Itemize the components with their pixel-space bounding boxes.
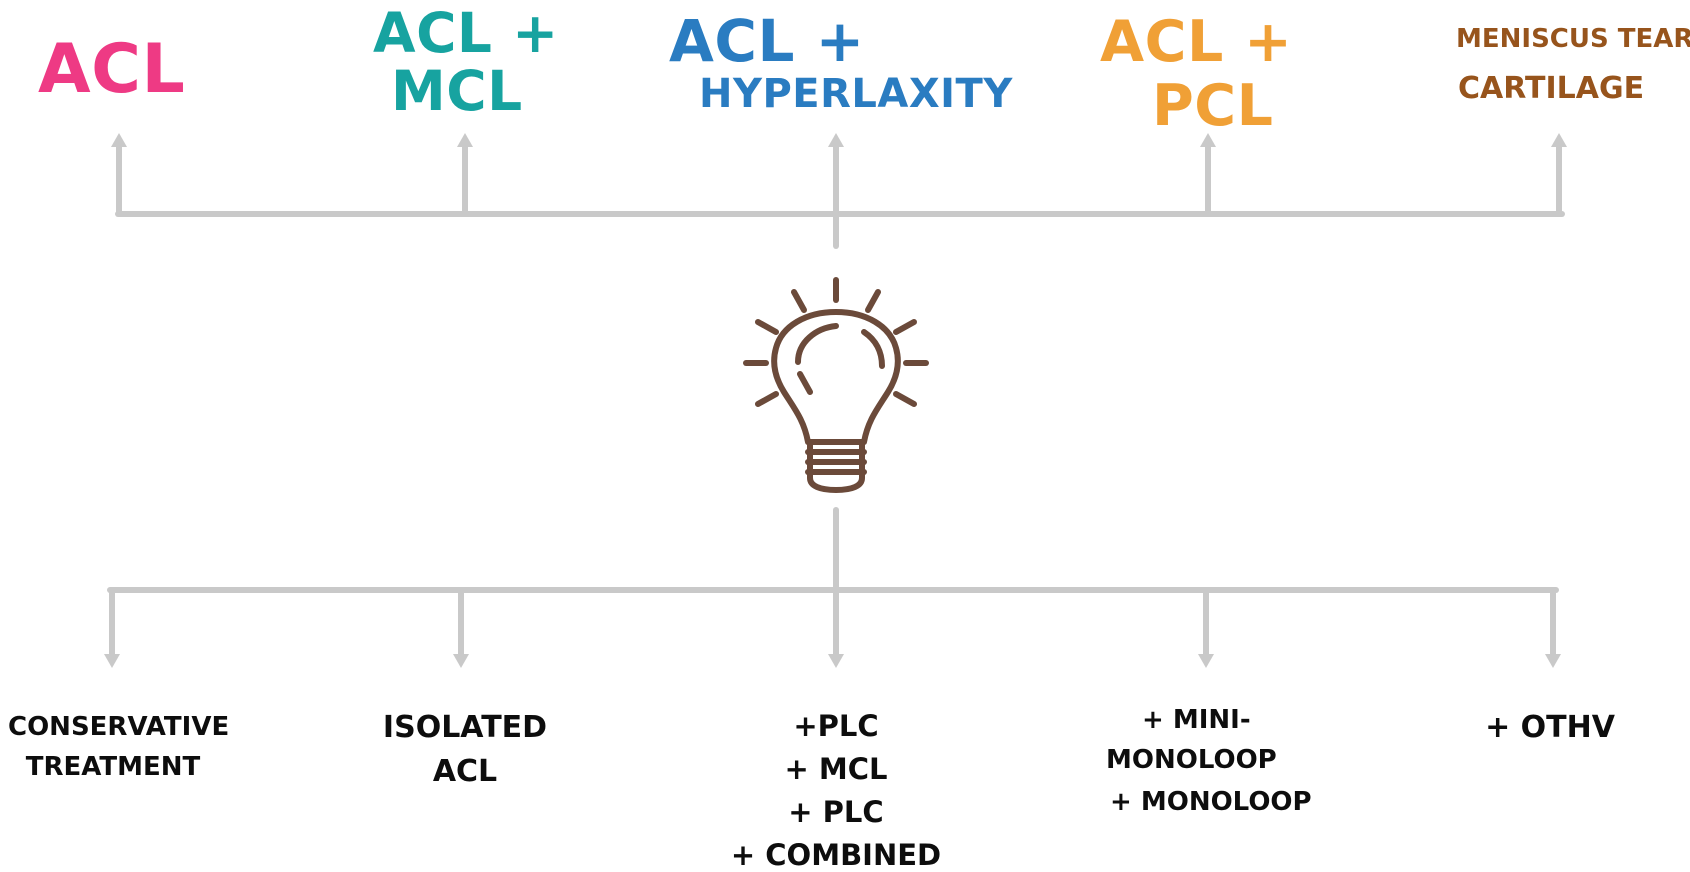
top-label-line: PCL: [1152, 73, 1274, 139]
bottom-label-line: + MINI-: [1142, 705, 1251, 735]
bottom-label-monoloop: + MINI- MONOLOOP + MONOLOOP: [1106, 707, 1346, 815]
top-label-line: ACL: [38, 30, 186, 109]
bottom-label-plc-combined: +PLC + MCL + PLC + COMBINED: [726, 712, 946, 870]
arrow-up-icon: [828, 133, 844, 147]
arrow-down-icon: [453, 654, 469, 668]
bottom-label-line: +PLC: [793, 709, 879, 743]
arrow-down-icon: [828, 654, 844, 668]
top-label-acl-hyperlaxity: ACL + HYPERLAXITY: [669, 12, 1013, 114]
arrow-up-icon: [457, 133, 473, 147]
top-label-line: HYPERLAXITY: [699, 71, 1013, 117]
top-label-line: MCL: [391, 59, 523, 123]
bottom-label-conservative-treatment: CONSERVATIVE TREATMENT: [8, 712, 230, 782]
bottom-label-line: + MCL: [784, 752, 888, 786]
lightbulb-icon: [743, 277, 929, 493]
bottom-label-line: ISOLATED: [382, 710, 548, 745]
top-label-line: CARTILAGE: [1458, 71, 1645, 106]
bottom-label-line: + OTHV: [1485, 710, 1615, 745]
bottom-label-othv: + OTHV: [1480, 713, 1620, 743]
top-label-meniscus-cartilage: MENISCUS TEAR CARTILAGE: [1456, 26, 1690, 104]
arrow-up-icon: [1551, 133, 1567, 147]
bottom-label-line: TREATMENT: [25, 752, 201, 782]
arrow-down-icon: [1545, 654, 1561, 668]
top-label-acl: ACL: [38, 36, 185, 104]
bottom-label-line: CONSERVATIVE: [8, 712, 230, 742]
top-label-acl-pcl: ACL + PCL: [1100, 14, 1292, 135]
top-label-line: ACL +: [373, 1, 559, 65]
arrow-up-icon: [1200, 133, 1216, 147]
top-label-line: ACL +: [669, 7, 865, 75]
bottom-label-line: + PLC: [788, 795, 884, 829]
arrow-down-icon: [104, 654, 120, 668]
top-label-line: ACL +: [1100, 9, 1293, 75]
bottom-label-line: MONOLOOP: [1106, 745, 1277, 775]
arrow-up-icon: [111, 133, 127, 147]
bottom-label-isolated-acl: ISOLATED ACL: [380, 713, 550, 787]
bottom-label-line: ACL: [432, 754, 498, 789]
top-label-acl-mcl: ACL + MCL: [373, 6, 559, 119]
top-label-line: MENISCUS TEAR: [1456, 24, 1690, 54]
bottom-label-line: + COMBINED: [730, 838, 942, 872]
bottom-label-line: + MONOLOOP: [1110, 787, 1312, 817]
arrow-down-icon: [1198, 654, 1214, 668]
